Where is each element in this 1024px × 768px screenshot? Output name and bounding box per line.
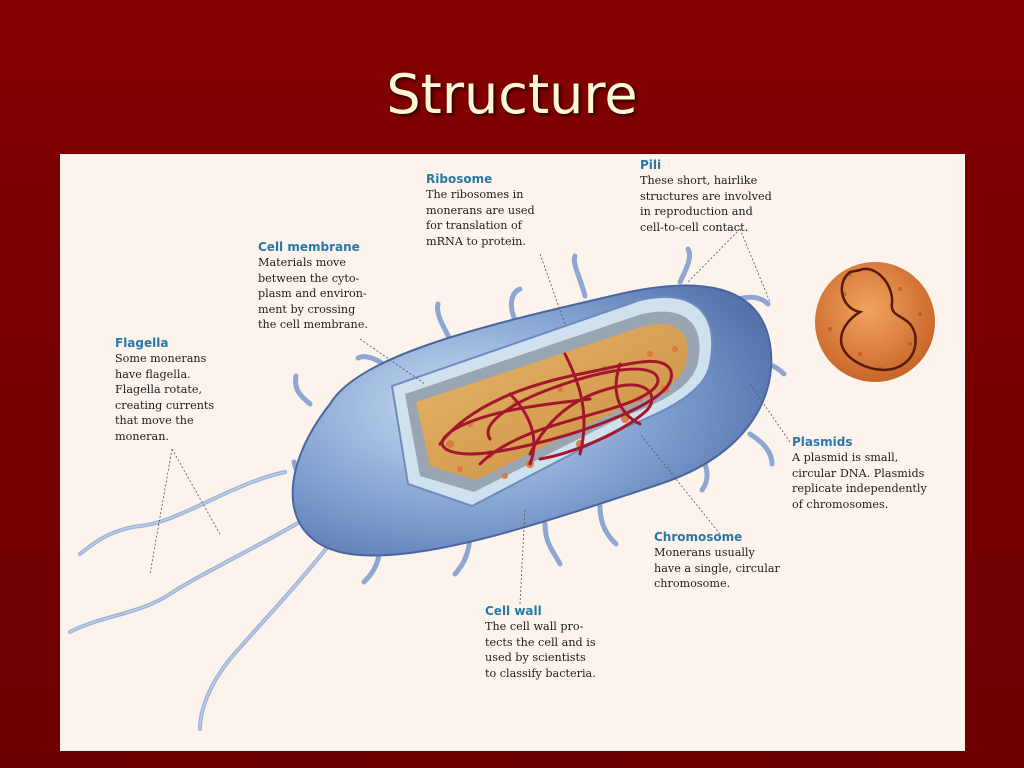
chromosome-title: Chromosome (654, 530, 743, 544)
plasmids-description: A plasmid is small, circular DNA. Plasmi… (792, 451, 927, 511)
flagella (68, 470, 332, 731)
flagella-title: Flagella (115, 336, 169, 350)
plasmid-magnified (815, 262, 935, 382)
chromosome-strands (438, 352, 674, 466)
chromosome-description: Monerans usually have a single, circular… (654, 546, 780, 590)
label-ribosome: Ribosome The ribosomes in monerans are u… (426, 172, 535, 249)
ribosome-description: The ribosomes in monerans are used for t… (426, 188, 535, 248)
bacterium-illustration (68, 228, 935, 731)
leader-lines (149, 228, 791, 605)
label-cell-membrane: Cell membrane Materials move between the… (258, 240, 368, 333)
ribosome-title: Ribosome (426, 172, 493, 186)
cell-membrane-description: Materials move between the cyto- plasm a… (258, 256, 368, 331)
slide-title: Structure (386, 63, 638, 126)
plasmids-title: Plasmids (792, 435, 853, 449)
label-cell-wall: Cell wall The cell wall pro- tects the c… (485, 604, 596, 681)
label-chromosome: Chromosome Monerans usually have a singl… (654, 530, 780, 592)
pili-description: These short, hairlike structures are inv… (640, 174, 772, 234)
cell-membrane-title: Cell membrane (258, 240, 360, 254)
cell-interior (390, 296, 714, 508)
label-plasmids: Plasmids A plasmid is small, circular DN… (792, 435, 927, 512)
label-pili: Pili These short, hairlike structures ar… (640, 158, 772, 235)
cell-wall-description: The cell wall pro- tects the cell and is… (485, 620, 596, 680)
bacterium-diagram: Ribosome The ribosomes in monerans are u… (60, 154, 965, 751)
pili-title: Pili (640, 158, 662, 172)
cell-wall-title: Cell wall (485, 604, 542, 618)
flagella-description: Some monerans have flagella. Flagella ro… (115, 352, 215, 443)
label-flagella: Flagella Some monerans have flagella. Fl… (115, 336, 214, 444)
